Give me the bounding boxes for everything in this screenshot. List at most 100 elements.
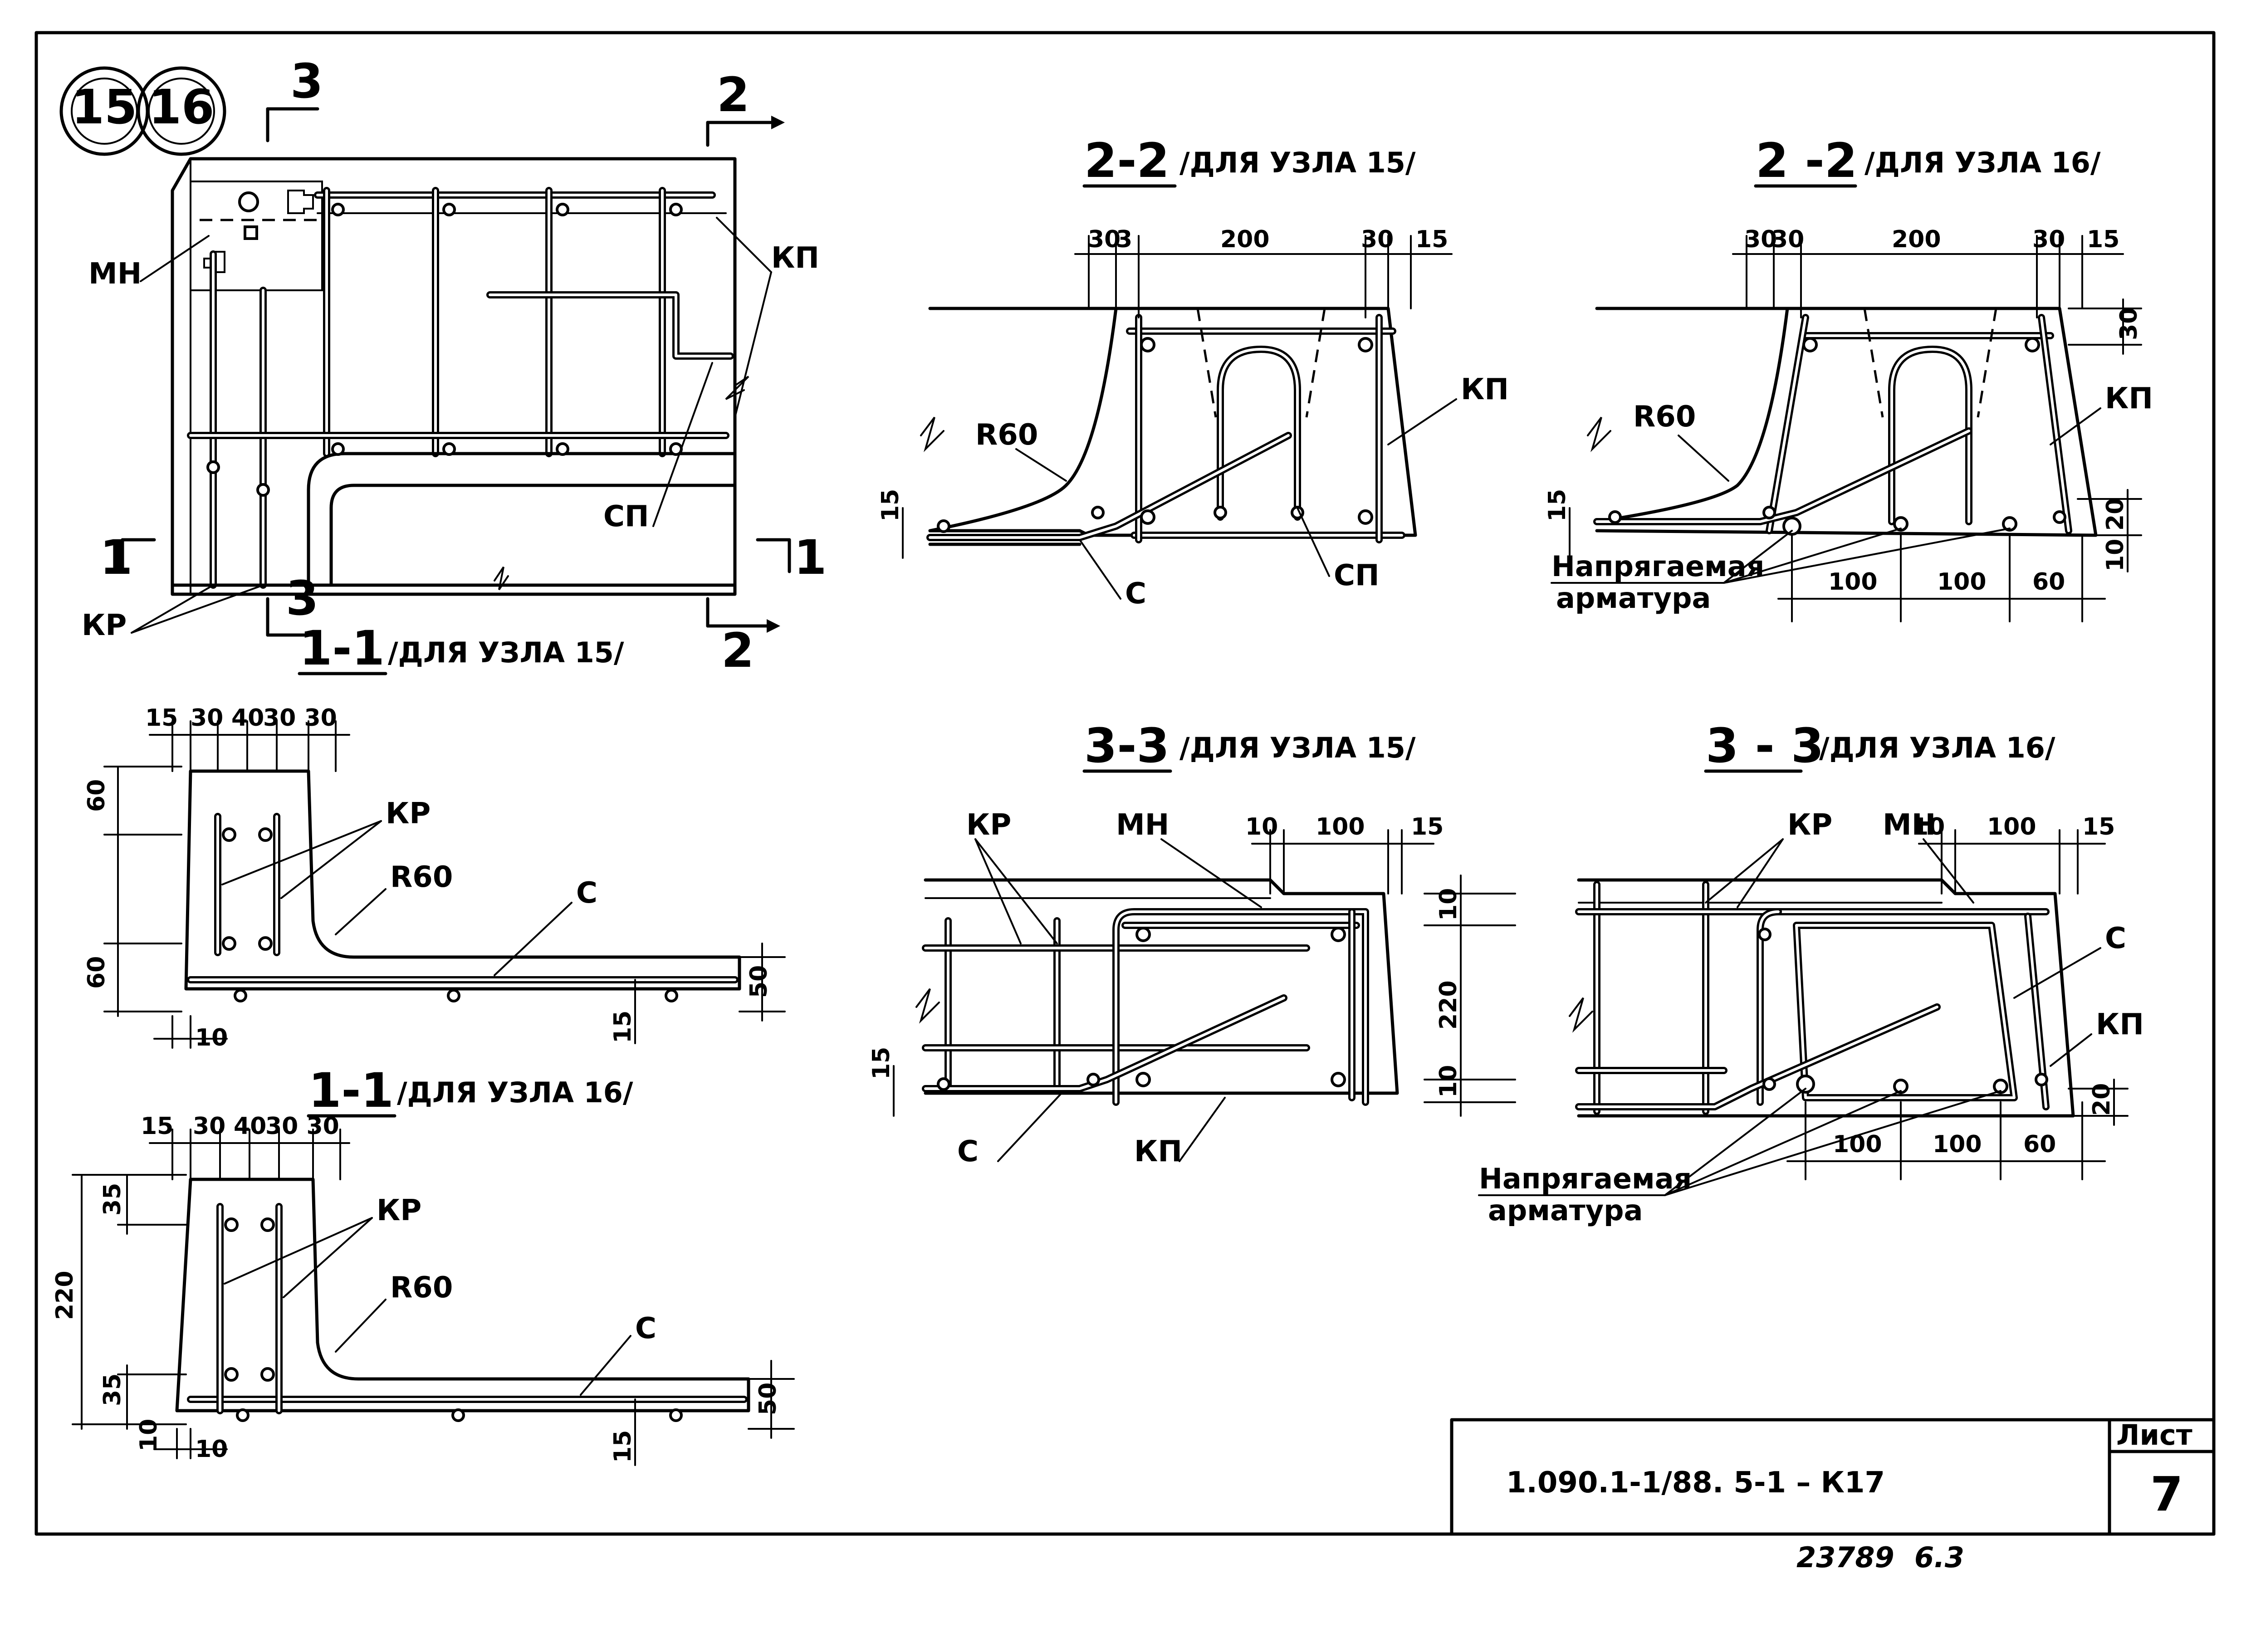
format-mark: 6.3 xyxy=(1914,1541,1964,1574)
node-badge-16: 16 xyxy=(137,66,226,156)
s22-15-label-c: С xyxy=(1125,577,1146,611)
dim-15-right-b: 15 xyxy=(609,1430,636,1463)
dim-50-b: 50 xyxy=(754,1383,782,1415)
cut-1-left-label: 1 xyxy=(100,530,132,585)
section-1-1-15-subtitle: /ДЛЯ УЗЛА 15/ xyxy=(388,636,624,669)
section-2-2-15-title: 2-2 xyxy=(1084,133,1170,188)
dim-200-s22: 200 xyxy=(1220,226,1270,253)
cut-marker-3-bottom: 3 xyxy=(266,571,319,637)
s11-15-label-c: С xyxy=(576,876,597,910)
dim-50: 50 xyxy=(745,965,773,998)
node-16-label: 16 xyxy=(149,79,215,135)
dim-15-left-s22: 15 xyxy=(877,489,904,522)
dim-100-s33b: 100 xyxy=(1987,813,2036,841)
cut-marker-1-right: 1 xyxy=(756,530,827,585)
dim-35-top: 35 xyxy=(99,1183,126,1216)
dim-100b-s33b: 100 xyxy=(1933,1131,1982,1158)
dim-220: 220 xyxy=(51,1271,78,1320)
node-badge-15: 15 xyxy=(59,66,149,156)
dim-10-s22b: 10 xyxy=(2102,539,2129,572)
dim-200-s22b: 200 xyxy=(1892,226,1941,253)
section-1-1-16-subtitle: /ДЛЯ УЗЛА 16/ xyxy=(397,1076,633,1109)
cut-3-bottom-label: 3 xyxy=(286,571,318,626)
cut-1-right-label: 1 xyxy=(794,530,827,585)
cut-marker-2-bottom: 2 xyxy=(706,597,780,678)
s11-16-label-r60: R60 xyxy=(390,1271,453,1305)
s22-16-label-prestressed-1: Напрягаемая xyxy=(1551,550,1764,583)
node-15-label: 15 xyxy=(72,79,137,135)
sheet-label: Лист xyxy=(2116,1418,2192,1452)
dim-15-s22b: 15 xyxy=(2087,226,2119,253)
section-3-3-16-title: 3 - 3 xyxy=(1706,718,1824,773)
section-1-1-node16: 1-1 /ДЛЯ УЗЛА 16/ 15 30 40 30 30 xyxy=(51,1063,795,1466)
section-3-3-node15: 3-3 /ДЛЯ УЗЛА 15/ 10 xyxy=(868,718,1516,1168)
section-2-2-node16: 2 -2 /ДЛЯ УЗЛА 16/ 30 3 xyxy=(1544,133,2153,622)
dim-30-b: 30 xyxy=(193,1113,225,1140)
dim-10-s33: 10 xyxy=(1245,813,1278,841)
inventory-number: 23789 xyxy=(1796,1541,1894,1574)
cut-marker-3-top: 3 xyxy=(266,54,323,142)
plan-view xyxy=(171,157,749,596)
s33-16-label-kp: КП xyxy=(2096,1008,2144,1041)
section-2-2-node15: 2-2 /ДЛЯ УЗЛА 15/ xyxy=(877,133,1509,611)
dim-10: 10 xyxy=(195,1024,228,1051)
s22-15-label-r60: R60 xyxy=(975,418,1038,452)
dim-30-right-s22b: 30 xyxy=(2115,308,2143,340)
dim-10b-s33: 10 xyxy=(1435,1065,1462,1098)
section-3-3-15-subtitle: /ДЛЯ УЗЛА 15/ xyxy=(1179,731,1416,764)
dim-15-b: 15 xyxy=(141,1113,173,1140)
dim-60-top: 60 xyxy=(83,779,110,812)
dim-3030: 30 30 xyxy=(263,704,337,732)
dim-40: 40 xyxy=(231,704,264,732)
dim-30d-s22b: 30 xyxy=(2032,226,2065,253)
s11-16-label-c: С xyxy=(635,1312,656,1345)
dim-30-s22: 30 xyxy=(1088,226,1121,253)
dim-30: 30 xyxy=(191,704,223,732)
dim-15: 15 xyxy=(145,704,178,732)
plan-label-sp: СП xyxy=(603,500,649,533)
dim-3030-b: 30 30 xyxy=(265,1113,339,1140)
s11-16-label-kr: КР xyxy=(377,1194,421,1227)
s33-15-label-mn: МН xyxy=(1116,808,1169,842)
section-1-1-node15: 1-1 /ДЛЯ УЗЛА 15/ 15 30 40 30 30 xyxy=(83,621,786,1051)
plan-label-mn: МН xyxy=(88,257,142,291)
dim-30b-s22: 30 xyxy=(1361,226,1394,253)
plan-label-kp: КП xyxy=(771,241,819,275)
cut-2-top-label: 2 xyxy=(717,67,749,122)
cut-marker-1-left: 1 xyxy=(100,530,156,585)
sheet-frame xyxy=(34,31,2216,1536)
dim-100a-s22b: 100 xyxy=(1828,568,1878,596)
dim-15-right: 15 xyxy=(609,1011,636,1043)
sheet-number: 7 xyxy=(2150,1466,2183,1522)
s22-16-label-r60: R60 xyxy=(1633,400,1696,434)
dim-15-left-s22b: 15 xyxy=(1544,489,1571,522)
dim-10-s33b: 10 xyxy=(1912,813,1945,841)
cut-marker-2-top: 2 xyxy=(706,67,785,147)
plan-label-kr: КР xyxy=(82,609,127,642)
dim-15-left-s33: 15 xyxy=(868,1047,895,1080)
s33-15-label-kr: КР xyxy=(966,808,1011,842)
s33-15-label-c: С xyxy=(957,1135,979,1168)
title-block: 1.090.1-1/88. 5-1 – К17 Лист 7 xyxy=(1450,1418,2216,1536)
dim-20-s22b: 20 xyxy=(2102,498,2129,531)
section-2-2-16-subtitle: /ДЛЯ УЗЛА 16/ xyxy=(1865,146,2101,179)
dim-10a-s33: 10 xyxy=(1435,888,1462,921)
s22-16-label-prestressed-2: арматура xyxy=(1556,582,1711,615)
dim-10-left: 10 xyxy=(135,1419,162,1452)
s33-16-label-kr: КР xyxy=(1787,808,1832,842)
section-2-2-16-title: 2 -2 xyxy=(1756,133,1857,188)
dim-60-bottom: 60 xyxy=(83,956,110,989)
s33-16-label-c: С xyxy=(2105,922,2126,955)
dim-3-s22: 3 xyxy=(1116,226,1132,253)
cut-3-top-label: 3 xyxy=(290,54,323,109)
s33-16-label-mn: МН xyxy=(1883,808,1936,842)
s22-15-label-kp: КП xyxy=(1461,373,1509,406)
dim-10-b: 10 xyxy=(195,1436,228,1463)
dim-35-bottom: 35 xyxy=(99,1373,126,1406)
s22-16-label-kp: КП xyxy=(2105,382,2153,415)
s11-15-label-kr: КР xyxy=(386,797,431,831)
dim-30c-s22b: 30 xyxy=(1772,226,1804,253)
dim-40-b: 40 xyxy=(234,1113,266,1140)
dim-15-s22: 15 xyxy=(1415,226,1448,253)
